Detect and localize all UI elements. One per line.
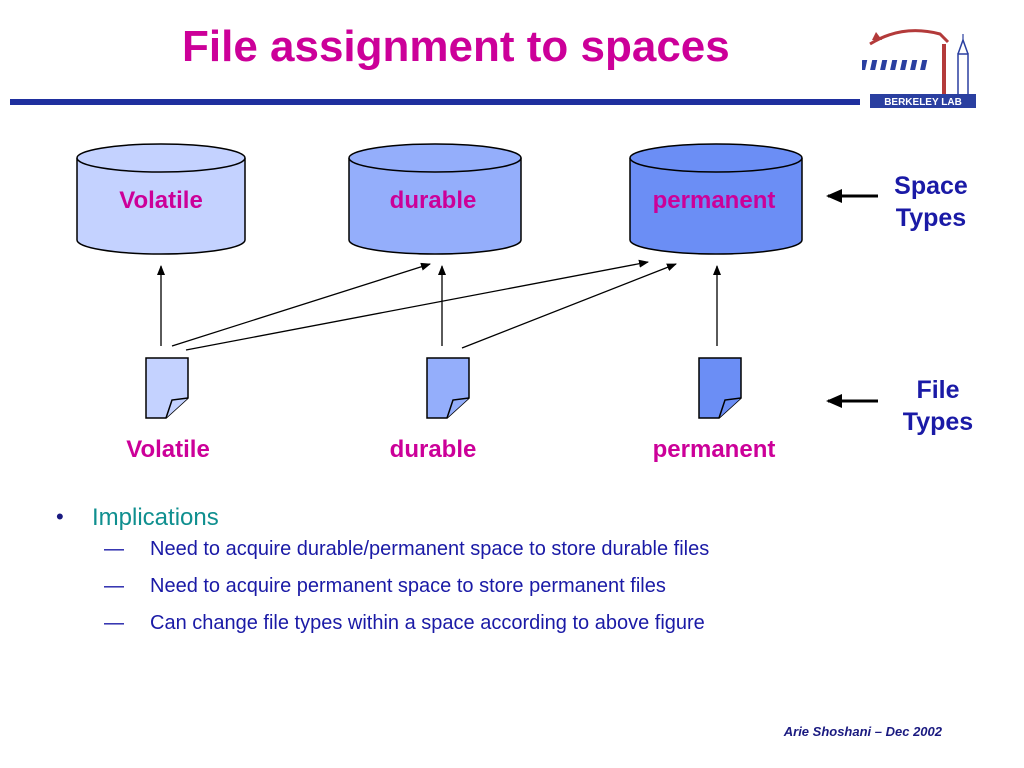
implication-item: — Can change file types within a space a… [56, 612, 956, 649]
space-types-label: Space Types [894, 170, 968, 234]
logo-text: BERKELEY LAB [884, 97, 962, 108]
title-rule [10, 99, 860, 105]
file-types-label-line2: Types [902, 408, 974, 436]
arrow-durable-to-permanent [461, 263, 677, 349]
file-durable-icon [426, 357, 470, 419]
arrow-volatile-to-permanent [185, 259, 649, 351]
slide-title: File assignment to spaces [182, 22, 730, 71]
space-types-label-line2: Types [895, 204, 967, 232]
implication-item: — Need to acquire durable/permanent spac… [56, 538, 956, 575]
file-assignment-diagram [76, 143, 878, 419]
arrow-volatile-to-durable [171, 262, 431, 347]
implication-text: Need to acquire permanent space to store… [150, 575, 666, 597]
space-label-durable: durable [389, 187, 477, 214]
implications-heading: Implications [92, 504, 219, 531]
space-label-volatile: Volatile [119, 187, 203, 214]
implication-text: Need to acquire durable/permanent space … [150, 538, 710, 560]
space-label-permanent: permanent [652, 187, 776, 214]
file-label-permanent: permanent [652, 436, 776, 463]
file-label-volatile: Volatile [126, 436, 210, 463]
space-durable-cylinder [348, 143, 522, 255]
space-permanent-cylinder [629, 143, 803, 255]
sub-bullet-dash: — [104, 575, 124, 597]
footer-author-date: Arie Shoshani – Dec 2002 [783, 724, 942, 739]
space-types-label-line1: Space [894, 172, 968, 200]
space-volatile-cylinder [76, 143, 246, 255]
berkeley-lab-logo: BERKELEY LAB [862, 29, 976, 108]
sub-bullet-dash: — [104, 538, 124, 560]
file-permanent-icon [698, 357, 742, 419]
implications-bullet: • Implications [56, 504, 956, 538]
implications-list: • Implications — Need to acquire durable… [56, 504, 956, 649]
sub-bullet-dash: — [104, 612, 124, 634]
file-volatile-icon [145, 357, 189, 419]
implication-item: — Need to acquire permanent space to sto… [56, 575, 956, 612]
file-types-label-line1: File [916, 376, 960, 404]
file-label-durable: durable [389, 436, 477, 463]
bullet-dot: • [56, 504, 64, 529]
implication-text: Can change file types within a space acc… [150, 612, 705, 634]
file-types-label: File Types [903, 374, 973, 438]
